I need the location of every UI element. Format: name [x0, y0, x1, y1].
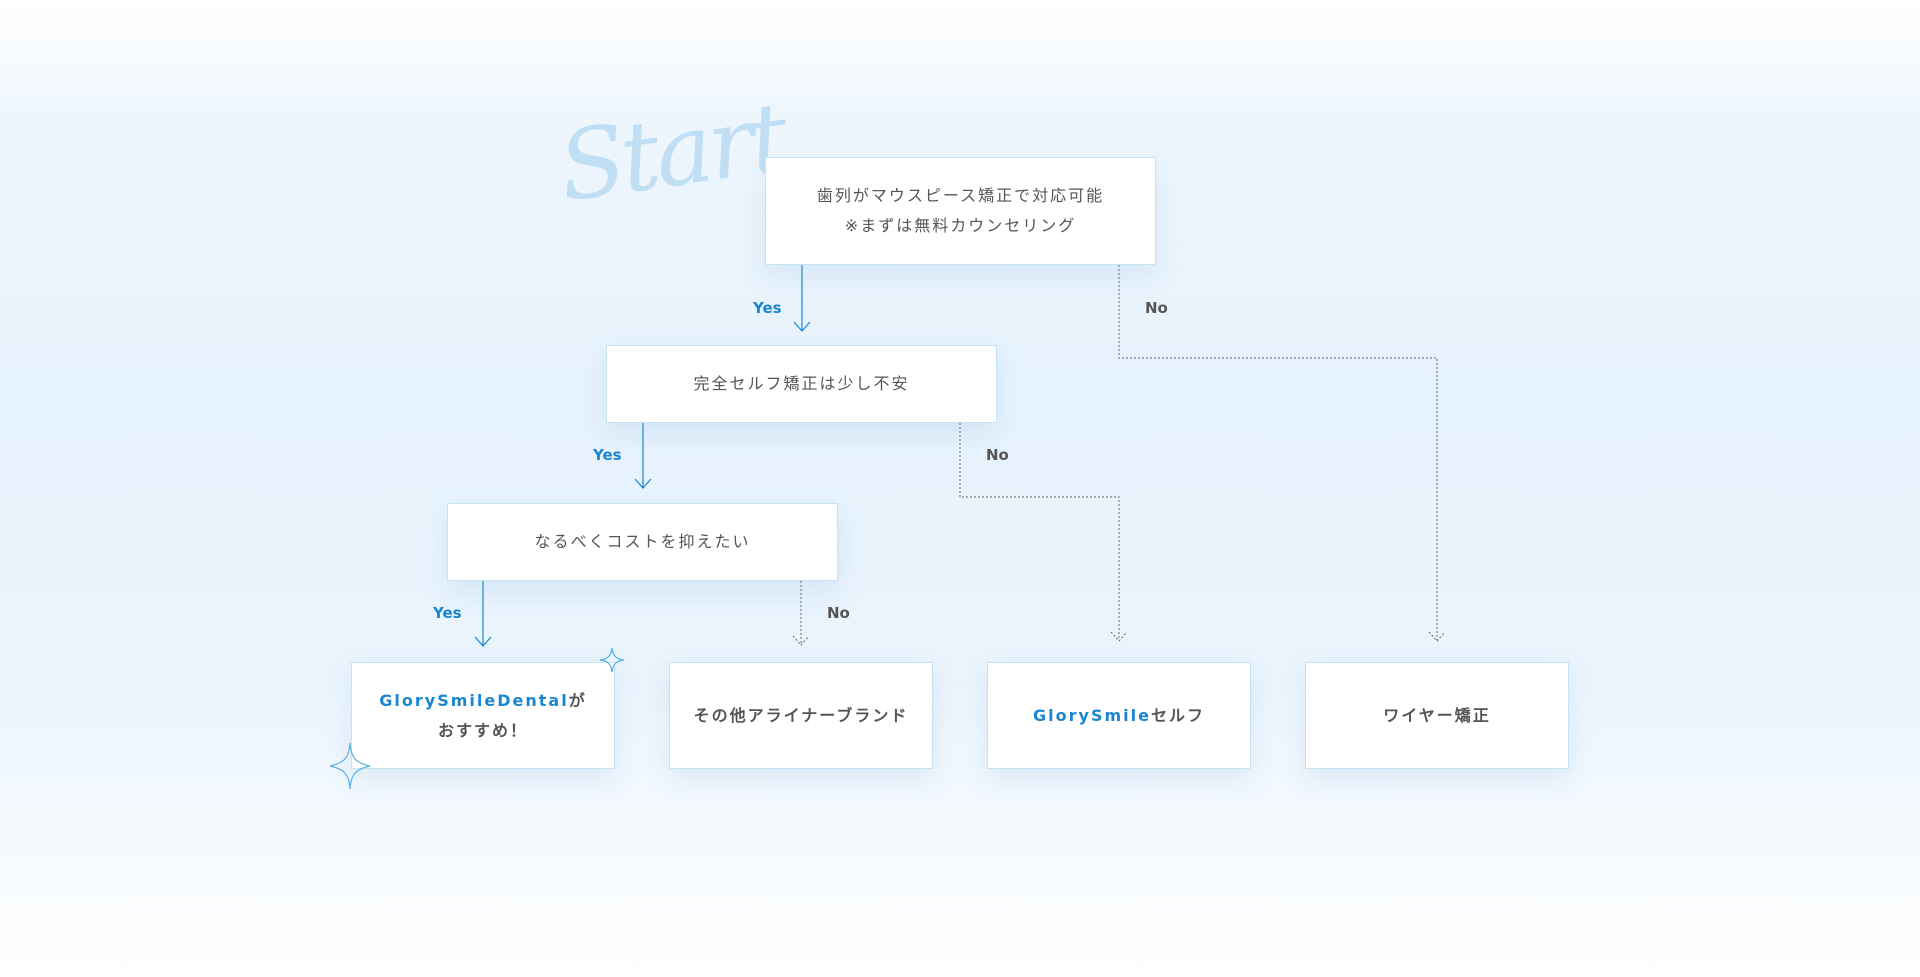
result-3-rest: セルフ	[1150, 705, 1205, 725]
yes-label-2: Yes	[593, 446, 622, 464]
no-label-2: No	[986, 446, 1009, 464]
question-1-line-2: ※まずは無料カウンセリング	[844, 216, 1077, 235]
result-3-accent: GlorySmile	[1033, 705, 1151, 725]
question-node-2: 完全セルフ矯正は少し不安	[606, 345, 997, 423]
sparkle-icon	[599, 647, 625, 673]
yes-label-1: Yes	[753, 299, 782, 317]
sparkle-icon	[329, 742, 371, 790]
question-3-text: なるべくコストを抑えたい	[534, 532, 751, 551]
result-2-text: その他アライナーブランド	[693, 705, 909, 725]
result-node-3: GlorySmileセルフ	[987, 662, 1251, 769]
result-1-line-2: おすすめ！	[437, 720, 528, 740]
yes-connector-3	[474, 581, 492, 647]
yes-connector-1	[793, 265, 811, 332]
result-1-rest: が	[568, 690, 587, 710]
no-label-1: No	[1145, 299, 1168, 317]
yes-connector-2	[634, 423, 652, 489]
result-node-4: ワイヤー矯正	[1305, 662, 1569, 769]
question-node-1: 歯列がマウスピース矯正で対応可能 ※まずは無料カウンセリング	[765, 157, 1156, 265]
result-node-1: GlorySmileDentalが おすすめ！	[351, 662, 615, 769]
question-node-3: なるべくコストを抑えたい	[447, 503, 838, 581]
no-connector-2	[959, 423, 1128, 642]
result-1-accent: GlorySmileDental	[379, 690, 569, 710]
result-4-text: ワイヤー矯正	[1383, 705, 1491, 725]
question-1-line-1: 歯列がマウスピース矯正で対応可能	[816, 186, 1105, 205]
yes-label-3: Yes	[433, 604, 462, 622]
no-connector-3	[792, 581, 810, 646]
no-connector-1	[1118, 265, 1446, 642]
result-3-line: GlorySmileセルフ	[1033, 701, 1205, 731]
question-2-text: 完全セルフ矯正は少し不安	[693, 374, 910, 393]
result-1-line-1: GlorySmileDentalが	[379, 686, 586, 716]
no-label-3: No	[827, 604, 850, 622]
result-node-2: その他アライナーブランド	[669, 662, 933, 769]
